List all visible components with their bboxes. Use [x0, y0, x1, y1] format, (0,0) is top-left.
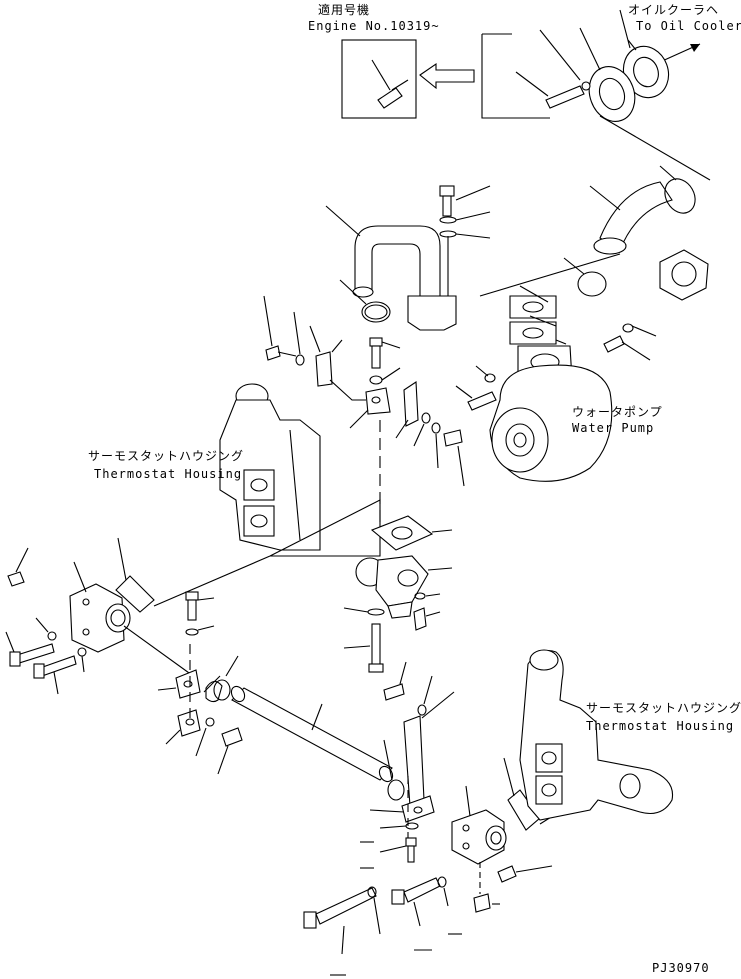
left-connector-body	[69, 583, 131, 653]
pump-bolt-left	[467, 373, 497, 411]
left-clamp-upper	[175, 669, 201, 699]
thermostat-housing-left-jp: サーモスタットハウジング	[88, 449, 244, 463]
inset-frame	[341, 39, 417, 119]
long-bolt-center	[368, 623, 384, 673]
upper-bolt	[439, 185, 455, 217]
right-cap-bolt	[497, 865, 517, 883]
center-gasket	[370, 515, 434, 551]
left-washer-1	[47, 631, 57, 641]
washer-mid-1	[421, 412, 431, 424]
clamp-bracket	[403, 381, 419, 427]
center-elbow-bolt	[413, 607, 427, 631]
thermostat-housing-right	[519, 649, 674, 821]
elbow-pipe	[352, 225, 457, 331]
to-oil-cooler-en: To Oil Cooler	[636, 19, 741, 33]
right-lower-bolt	[405, 837, 417, 863]
right-drain-plug	[473, 893, 491, 913]
clamp-bolt	[369, 337, 383, 369]
flange-connector	[588, 66, 636, 122]
left-gasket	[115, 575, 155, 613]
water-pump	[489, 295, 613, 482]
right-lower-bracket	[403, 715, 425, 807]
thermostat-housing-left	[219, 383, 321, 551]
center-elbow	[355, 555, 429, 619]
o-ring-top-right	[664, 178, 696, 214]
right-lower-bolt-top	[383, 683, 405, 701]
center-elbow-washer	[414, 592, 426, 600]
long-pipe	[230, 685, 394, 783]
engine-number-label: Engine No.10319~	[308, 19, 440, 33]
clamp-washer	[369, 375, 383, 385]
left-lower-washer	[205, 717, 215, 727]
o-ring-upper	[361, 301, 391, 323]
to-oil-cooler-jp: オイルクーラヘ	[628, 3, 719, 17]
left-washer-2	[77, 647, 87, 657]
water-pump-en: Water Pump	[572, 421, 654, 435]
right-long-bolt-2	[391, 877, 441, 905]
long-bolt-washer	[367, 608, 385, 616]
pump-bolt-right	[603, 323, 634, 353]
left-bolt-1	[9, 643, 55, 667]
center-washer	[295, 354, 305, 366]
applicable-model-label: 適用号機	[318, 2, 370, 17]
thermostat-housing-right-en: Thermostat Housing	[586, 719, 734, 733]
center-bolt	[265, 345, 297, 361]
bolt-mid	[443, 429, 463, 447]
thermostat-housing-left-en: Thermostat Housing	[94, 467, 242, 481]
drawing-code: PJ30970	[652, 961, 710, 975]
left-o-ring	[213, 679, 231, 701]
curved-pipe-upper	[593, 181, 673, 255]
inset-bolt	[371, 59, 409, 109]
pipe-o-ring	[387, 779, 405, 801]
right-lower-washer-top	[417, 704, 427, 716]
left-bracket-bolt	[185, 591, 199, 621]
left-bolt-2	[33, 655, 77, 679]
right-long-bolt-1	[303, 887, 377, 929]
flange-bolt	[545, 81, 591, 109]
right-washer-1	[367, 886, 377, 898]
flange-plate-right	[659, 249, 709, 301]
center-clip	[315, 351, 333, 387]
left-clamp-lower	[177, 709, 201, 737]
right-washer-2	[437, 876, 447, 888]
inset-arrow	[419, 62, 475, 90]
inset-bracket-line	[481, 34, 550, 119]
left-cap-bolt	[7, 571, 25, 587]
flange-gasket	[622, 45, 670, 99]
water-pump-jp: ウォータポンプ	[572, 405, 663, 419]
right-connector-body	[451, 809, 507, 865]
washer-mid-2	[431, 422, 441, 434]
thermostat-housing-right-jp: サーモスタットハウジング	[586, 701, 741, 715]
upper-washer-1	[439, 216, 457, 224]
o-ring-pump	[577, 271, 607, 297]
right-lower-clamp	[401, 795, 435, 823]
left-bracket-washer	[185, 628, 199, 636]
left-lower-bolt	[221, 727, 243, 747]
clamp-block	[365, 387, 391, 415]
